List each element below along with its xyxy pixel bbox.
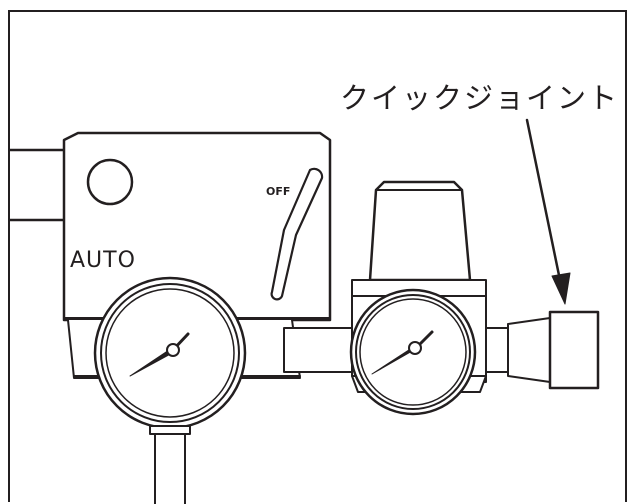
auto-mode-label: AUTO bbox=[70, 248, 136, 273]
quick-joint-label: クイックジョイント bbox=[340, 81, 620, 115]
pressure-gauge-right bbox=[349, 288, 477, 416]
callout-arrow bbox=[525, 118, 571, 305]
regulator-cap bbox=[368, 180, 472, 282]
pressure-gauge-left bbox=[93, 276, 247, 430]
switch-off-label: OFF bbox=[266, 185, 291, 198]
toggle-lever bbox=[270, 167, 324, 301]
quick-joint bbox=[507, 310, 600, 390]
outlet-pipe bbox=[149, 425, 191, 504]
hose-end-fitting bbox=[86, 158, 134, 206]
